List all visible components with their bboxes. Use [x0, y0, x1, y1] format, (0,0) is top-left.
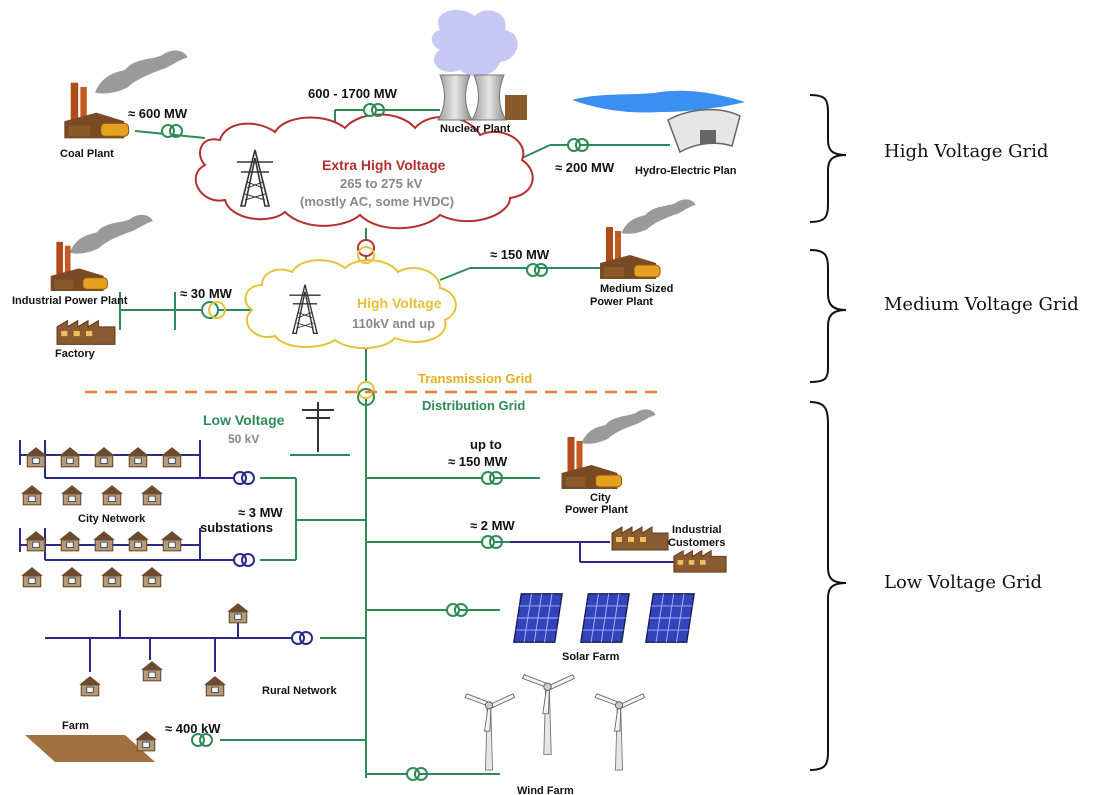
low-voltage-title: Low Voltage: [203, 412, 285, 428]
transformer-icon: [208, 301, 226, 319]
city-plant-power-1: up to: [470, 437, 502, 452]
house-icon: [140, 660, 164, 682]
low-voltage-grid-label: Low Voltage Grid: [884, 572, 1042, 593]
transformer-icon: [526, 263, 548, 277]
transformer-icon: [161, 124, 183, 138]
house-icon: [160, 446, 184, 468]
factory-label: Factory: [55, 348, 96, 360]
substation-label: substations: [200, 520, 273, 535]
hydro-plant-power: ≈ 200 MW: [555, 160, 615, 175]
house-icon: [60, 484, 84, 506]
farm-house-icon: [134, 730, 158, 752]
solar-panel-icon: [645, 593, 695, 643]
coal-plant-label: Coal Plant: [60, 148, 114, 160]
house-icon: [140, 484, 164, 506]
cooling-tower-icon: [471, 74, 507, 121]
house-icon: [100, 484, 124, 506]
low-voltage-bracket: [809, 401, 847, 771]
coal-plant-power: ≈ 600 MW: [128, 106, 188, 121]
utility-pole-icon: [302, 402, 334, 452]
transformer-icon: [233, 471, 255, 485]
hv-title: High Voltage: [357, 295, 442, 311]
industrial-customer-icon: [673, 550, 727, 573]
solar-panel-icon: [580, 593, 630, 643]
hv-voltage: 110kV and up: [352, 316, 435, 331]
house-icon: [140, 566, 164, 588]
hv-transformer-icon: [357, 246, 375, 264]
house-icon: [58, 446, 82, 468]
transformer-icon: [291, 631, 313, 645]
wind-farm-label: Wind Farm: [517, 785, 574, 795]
nuclear-steam-icon: [431, 9, 518, 77]
house-icon: [160, 530, 184, 552]
house-icon: [24, 530, 48, 552]
city-network-label: City Network: [78, 513, 146, 525]
smoke-icon: [95, 50, 188, 94]
ehv-voltage-range: 265 to 275 kV: [340, 176, 423, 191]
city-plant-label-1: City: [590, 492, 612, 504]
house-icon: [226, 602, 250, 624]
wind-turbine-icon: [464, 693, 516, 771]
high-voltage-grid-label: High Voltage Grid: [884, 141, 1048, 162]
medium-plant-icon: [599, 226, 661, 280]
house-icon: [20, 484, 44, 506]
distribution-grid-label: Distribution Grid: [422, 398, 525, 413]
house-icon: [126, 446, 150, 468]
industrial-power: ≈ 30 MW: [180, 286, 233, 301]
hydro-plant-label: Hydro-Electric Plan: [635, 165, 737, 177]
farm-field-icon: [25, 735, 155, 762]
smoke-icon: [69, 214, 153, 254]
medium-voltage-bracket: [809, 249, 847, 383]
factory-icon: [56, 320, 116, 345]
medium-voltage-grid-label: Medium Voltage Grid: [884, 294, 1079, 315]
distribution-transformer-icon: [357, 388, 375, 406]
city-plant-power-2: ≈ 150 MW: [448, 454, 508, 469]
nuclear-plant-label: Nuclear Plant: [440, 123, 511, 135]
ehv-note: (mostly AC, some HVDC): [300, 194, 454, 209]
house-icon: [58, 530, 82, 552]
house-icon: [100, 566, 124, 588]
house-icon: [92, 530, 116, 552]
solar-panel-icon: [513, 593, 563, 643]
industrial-customers-power: ≈ 2 MW: [470, 518, 515, 533]
transformer-icon: [233, 553, 255, 567]
city-power-plant-icon: [560, 436, 623, 490]
industrial-power-plant-label: Industrial Power Plant: [12, 295, 128, 307]
house-icon: [92, 446, 116, 468]
nuclear-building-icon: [505, 95, 527, 120]
low-voltage-kv: 50 kV: [228, 432, 259, 446]
transmission-grid-label: Transmission Grid: [418, 371, 532, 386]
wind-turbine-icon: [521, 674, 575, 756]
extra-high-voltage-cloud: [194, 113, 534, 230]
medium-plant-label-2: Power Plant: [590, 296, 653, 308]
substation-power: ≈ 3 MW: [238, 505, 283, 520]
industrial-customers-label-2: Customers: [668, 537, 725, 549]
ehv-title: Extra High Voltage: [322, 157, 446, 173]
medium-plant-label-1: Medium Sized: [600, 283, 673, 295]
house-icon: [78, 675, 102, 697]
nuclear-plant-power: 600 - 1700 MW: [308, 86, 398, 101]
smoke-icon: [621, 199, 696, 234]
smoke-icon: [581, 409, 656, 444]
rural-network-label: Rural Network: [262, 685, 337, 697]
medium-plant-power: ≈ 150 MW: [490, 247, 550, 262]
city-plant-label-2: Power Plant: [565, 504, 628, 516]
house-icon: [60, 566, 84, 588]
industrial-customers-label-1: Industrial: [672, 524, 722, 536]
wind-turbine-icon: [594, 693, 646, 771]
farm-label: Farm: [62, 720, 89, 732]
solar-farm-label: Solar Farm: [562, 651, 620, 663]
house-icon: [203, 675, 227, 697]
cooling-tower-icon: [437, 74, 473, 121]
house-icon: [24, 446, 48, 468]
dam-gate-icon: [700, 130, 716, 144]
farm-power: ≈ 400 kW: [165, 721, 221, 736]
house-icon: [20, 566, 44, 588]
house-icon: [126, 530, 150, 552]
industrial-customer-icon: [611, 526, 669, 551]
water-icon: [572, 90, 745, 113]
high-voltage-bracket: [809, 94, 847, 223]
